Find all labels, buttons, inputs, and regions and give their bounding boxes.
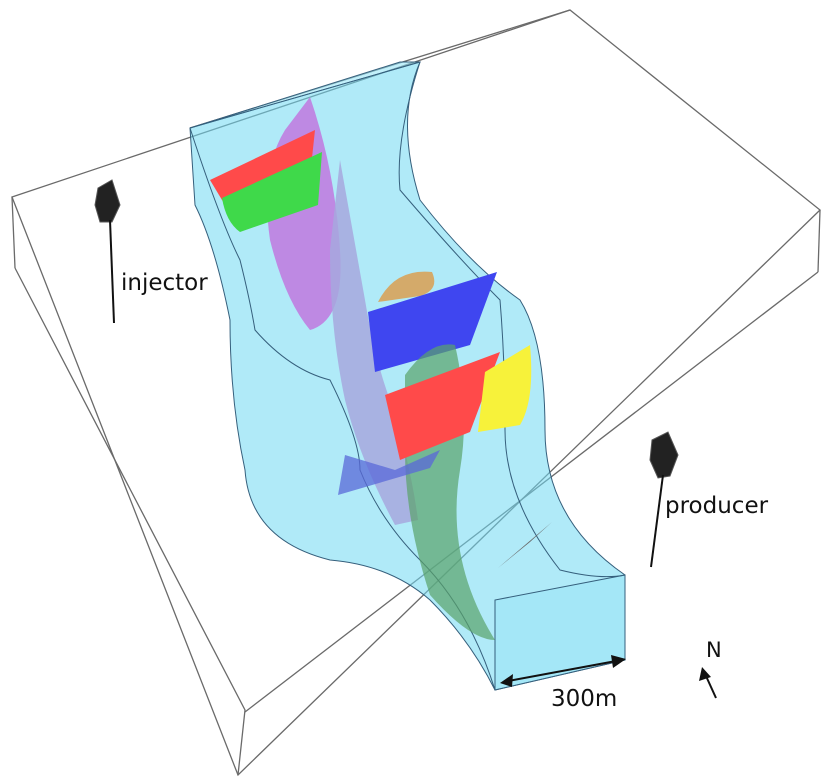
producer-well-line bbox=[650, 474, 664, 568]
box-front-left-edge bbox=[14, 267, 246, 776]
fault-yellow bbox=[478, 345, 532, 432]
producer-label: producer bbox=[665, 493, 769, 519]
producer-well: producer bbox=[649, 431, 769, 568]
north-indicator: N bbox=[699, 638, 722, 699]
north-arrow-icon bbox=[699, 667, 711, 681]
injector-well-line bbox=[109, 219, 115, 324]
north-arrow-shaft bbox=[705, 675, 717, 699]
box-inner-right-edge bbox=[817, 209, 821, 273]
scale-bar: 300m bbox=[500, 655, 626, 712]
fault-red-top bbox=[210, 130, 315, 205]
fault-blue bbox=[368, 272, 497, 372]
fault-blue-lower bbox=[338, 450, 440, 495]
fault-tan bbox=[378, 271, 435, 302]
scale-arrowhead-right bbox=[611, 655, 626, 668]
scale-bar-line bbox=[507, 660, 617, 682]
injector-label: injector bbox=[121, 270, 208, 296]
scale-label: 300m bbox=[551, 686, 617, 712]
producer-marker-icon bbox=[649, 431, 679, 479]
channel-right-inner-edge bbox=[398, 61, 626, 578]
injector-well: injector bbox=[94, 179, 208, 324]
fault-green-top bbox=[222, 152, 322, 232]
channel-front-face bbox=[494, 574, 626, 691]
scale-arrowhead-left bbox=[500, 674, 513, 687]
fault-gray-small bbox=[498, 522, 552, 568]
faults bbox=[210, 97, 552, 640]
injector-marker-icon bbox=[94, 179, 121, 223]
fault-red-middle bbox=[385, 352, 500, 460]
box-inner-left-edge bbox=[11, 196, 16, 269]
north-label: N bbox=[706, 638, 722, 662]
